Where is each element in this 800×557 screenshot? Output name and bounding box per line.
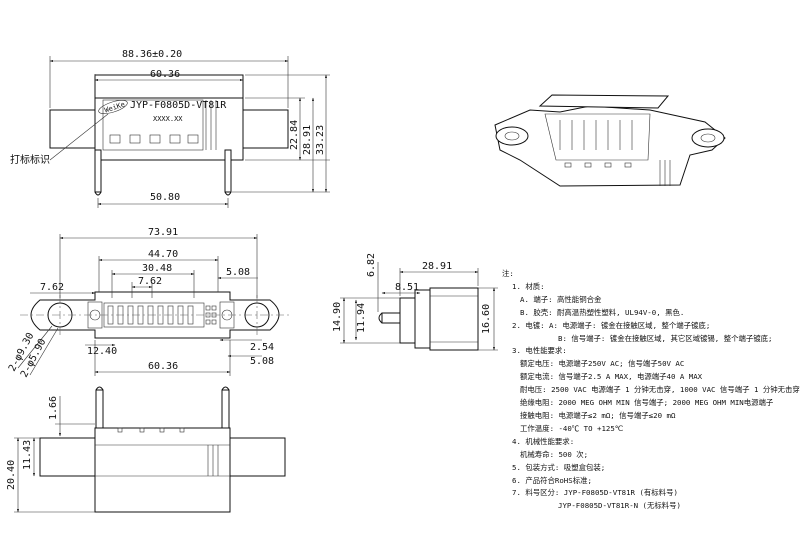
dim-side-pin-len: 8.51: [395, 282, 419, 293]
dim-bottom-h-1: 20.40: [6, 460, 17, 490]
front-view: WeiKe JYP-F0805D-VT81R XXXX.XX 88.36±0.2…: [10, 49, 330, 208]
dim-side-h-left-2: 11.94: [356, 303, 367, 333]
dim-top-right-offset: 5.08: [226, 267, 250, 278]
isometric-view: [494, 94, 726, 187]
dim-top-overall: 73.91: [148, 227, 178, 238]
note-line: 机械寿命: 500 次;: [520, 449, 589, 459]
logo-mark: [98, 100, 128, 114]
top-view: 73.91 44.70 30.48 7.62 7.62 5.08 12.40 2…: [7, 227, 290, 379]
dim-top-right-1: 2.54: [250, 342, 274, 353]
dim-top-span-1: 44.70: [148, 249, 178, 260]
note-line: 7. 料号区分: JYP-F0805D-VT81R (有标料号): [512, 488, 678, 498]
note-line: JYP-F0805D-VT81R-N (无标料号): [558, 501, 682, 511]
part-number-marking: JYP-F0805D-VT81R: [130, 100, 227, 111]
dim-height-3: 33.23: [315, 125, 326, 155]
note-line: 1. 材质:: [512, 281, 545, 291]
note-line: 6. 产品符合RoHS标准;: [512, 475, 592, 485]
marking-label: 打标标识: [10, 153, 50, 166]
dim-overall-width: 88.36±0.20: [122, 49, 182, 60]
lot-code-marking: XXXX.XX: [153, 115, 183, 123]
note-line: B. 胶壳: 耐高温热塑性塑料, UL94V-0, 黑色.: [520, 307, 685, 317]
note-line: 绝缘电阻: 2000 MEG OHM MIN 信号端子; 2000 MEG OH…: [520, 398, 774, 408]
note-line: 5. 包装方式: 吸塑盒包装;: [512, 462, 606, 472]
note-line: 4. 机械性能要求:: [512, 436, 575, 446]
note-line: A. 端子: 高性能铜合金: [520, 294, 602, 304]
notes-block: 注: 1. 材质: A. 端子: 高性能铜合金 B. 胶壳: 耐高温热塑性塑料, U…: [502, 268, 800, 513]
dim-top-left-offset: 7.62: [40, 282, 64, 293]
dim-side-h-right: 16.60: [481, 304, 492, 334]
dim-top-span-2: 30.48: [142, 263, 172, 274]
bottom-view: 1.66 20.40 11.43: [6, 386, 286, 513]
note-line: 耐电压: 2500 VAC 电源端子 1 分钟无击穿, 1000 VAC 信号端…: [520, 385, 800, 395]
notes-list: 1. 材质: A. 端子: 高性能铜合金 B. 胶壳: 耐高温热塑性塑料, UL94…: [502, 281, 800, 513]
note-line: 接触电阻: 电源端子≤2 mΩ; 信号端子≤20 mΩ: [520, 410, 676, 420]
dim-side-h-left-1: 14.90: [332, 302, 343, 332]
note-line: 3. 电性能要求:: [512, 346, 567, 356]
dim-bottom-h-2: 11.43: [22, 440, 33, 470]
notes-title: 注:: [502, 269, 514, 278]
dim-body-width: 60.36: [150, 69, 180, 80]
dim-top-bottom-width: 60.36: [148, 361, 178, 372]
dim-top-bottom-left: 12.40: [87, 346, 117, 357]
dim-side-top-1: 6.82: [366, 253, 377, 277]
dim-height-1: 22.84: [289, 120, 300, 150]
note-line: 额定电流: 信号端子2.5 A MAX, 电源端子40 A MAX: [520, 372, 703, 382]
dim-top-right-2: 5.08: [250, 356, 274, 367]
note-line: 2. 电镀: A: 电源端子: 镀金在接触区域, 整个端子镀底;: [512, 320, 711, 330]
dim-bottom-top: 1.66: [48, 396, 59, 420]
note-line: B: 信号端子: 镀金在接触区域, 其它区域镀锡, 整个端子镀底;: [558, 333, 773, 343]
dim-height-2: 28.91: [302, 125, 313, 155]
side-view: 6.82 28.91 8.51 14.90 11.94 16.60: [332, 253, 498, 351]
dim-pin-span: 50.80: [150, 192, 180, 203]
dim-top-span-3: 7.62: [138, 276, 162, 287]
dim-side-width: 28.91: [422, 261, 452, 272]
note-line: 工作温度: -40℃ TO +125℃: [520, 423, 624, 433]
note-line: 额定电压: 电源端子250V AC; 信号端子50V AC: [520, 359, 685, 369]
